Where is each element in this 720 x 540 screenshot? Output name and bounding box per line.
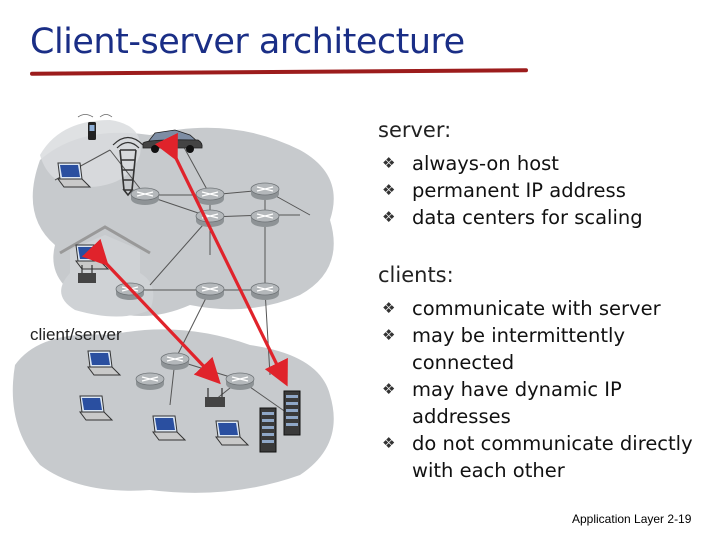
- bullet-icon: ❖: [382, 154, 396, 172]
- access-point-icon: [205, 388, 225, 407]
- list-item: ❖data centers for scaling: [382, 206, 643, 229]
- list-item: ❖communicate with server: [382, 297, 661, 320]
- arrow-laptop-to-server: [81, 238, 221, 385]
- router-icon: [130, 187, 160, 206]
- diagram-label: client/server: [30, 325, 122, 344]
- router-icon: [135, 372, 165, 391]
- page-title: Client-server architecture: [30, 22, 465, 62]
- router-icon: [195, 187, 225, 206]
- router-icon: [225, 372, 255, 391]
- title-underline: [29, 68, 529, 76]
- phone-icon: [77, 114, 113, 140]
- bullet-icon: ❖: [382, 299, 396, 317]
- bullet-icon: ❖: [382, 434, 396, 452]
- arrow-car-to-server: [154, 132, 288, 387]
- router-icon: [195, 282, 225, 301]
- bullet-icon: ❖: [382, 326, 396, 344]
- network-diagram: [12, 114, 334, 493]
- bullet-icon: ❖: [382, 181, 396, 199]
- slide-footer: Application Layer 2-19: [572, 512, 692, 526]
- clients-bullet-list: ❖communicate with server ❖may be intermi…: [382, 295, 693, 484]
- server-bullet-list: ❖always-on host ❖permanent IP address ❖d…: [382, 150, 643, 231]
- list-item: ❖permanent IP address: [382, 179, 626, 202]
- router-icon: [250, 282, 280, 301]
- server-icon: [283, 390, 301, 436]
- bullet-icon: ❖: [382, 208, 396, 226]
- clients-heading: clients:: [378, 263, 454, 287]
- router-icon: [250, 209, 280, 228]
- cell-tower-icon: [112, 136, 144, 197]
- server-heading: server:: [378, 118, 452, 142]
- server-icon: [259, 407, 277, 453]
- router-icon: [250, 182, 280, 201]
- bullet-icon: ❖: [382, 380, 396, 398]
- list-item: ❖always-on host: [382, 152, 559, 175]
- router-icon: [160, 352, 190, 371]
